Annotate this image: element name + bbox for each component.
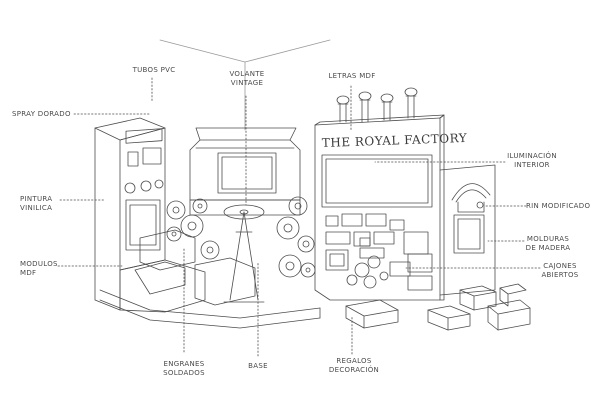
callout-volante-vintage: VOLANTE VINTAGE (222, 70, 272, 88)
gift-boxes (345, 283, 531, 331)
callout-line: BASE (248, 362, 268, 370)
callout-line: MODULOS (20, 260, 58, 268)
left-steps (99, 229, 321, 329)
callout-pintura-vinilica: PINTURA VINILICA (20, 195, 52, 213)
callout-base: BASE (240, 362, 276, 371)
callout-line: ILUMINACIÓN (507, 152, 557, 160)
callout-line: VINILICA (20, 204, 53, 212)
callout-line: INTERIOR (514, 161, 550, 169)
callout-line: SOLDADOS (163, 369, 205, 377)
callout-line: MOLDURAS (526, 235, 570, 243)
callout-line: RIN MODIFICADO (526, 202, 591, 210)
callout-iluminacion-interior: ILUMINACIÓN INTERIOR (500, 152, 564, 170)
sign-panel (314, 114, 445, 301)
callout-line: CAJONES (543, 262, 577, 270)
callout-line: DE MADERA (525, 244, 571, 252)
callout-line: PINTURA (20, 195, 53, 203)
center-frame (189, 127, 301, 216)
callout-line: ABIERTOS (541, 271, 579, 279)
callout-engranes-soldados: ENGRANES SOLDADOS (158, 360, 210, 378)
sign-lettering: THE ROYAL FACTORY (322, 131, 468, 150)
gears-left (166, 198, 220, 260)
left-tower (94, 117, 166, 311)
callout-line: VOLANTE (229, 70, 265, 78)
callout-line: DECORACIÓN (328, 366, 380, 374)
callout-rin-modificado: RIN MODIFICADO (526, 202, 590, 211)
callout-line: MDF (20, 269, 37, 277)
callout-molduras-de-madera: MOLDURAS DE MADERA (522, 235, 574, 253)
callout-regalos-decoracion: REGALOS DECORACIÓN (328, 357, 380, 375)
arch-wall (439, 164, 496, 296)
callout-letras-mdf: LETRAS MDF (326, 72, 378, 81)
callout-line: TUBOS PVC (132, 66, 176, 74)
callout-cajones-abiertos: CAJONES ABIERTOS (536, 262, 584, 280)
wheel-and-base (223, 204, 265, 303)
callout-line: REGALOS (336, 357, 372, 365)
gears-right (276, 196, 316, 278)
callout-spray-dorado: SPRAY DORADO (12, 110, 71, 119)
callout-line: LETRAS MDF (328, 72, 376, 80)
callout-line: ENGRANES (163, 360, 205, 368)
callout-modulos-mdf: MODULOS MDF (20, 260, 58, 278)
leader-lines (57, 77, 541, 357)
callout-tubos-pvc: TUBOS PVC (124, 66, 184, 75)
callout-line: VINTAGE (230, 79, 264, 87)
pvc-tubes (336, 87, 418, 123)
callout-line: SPRAY DORADO (12, 110, 71, 118)
room-corner (159, 39, 331, 131)
